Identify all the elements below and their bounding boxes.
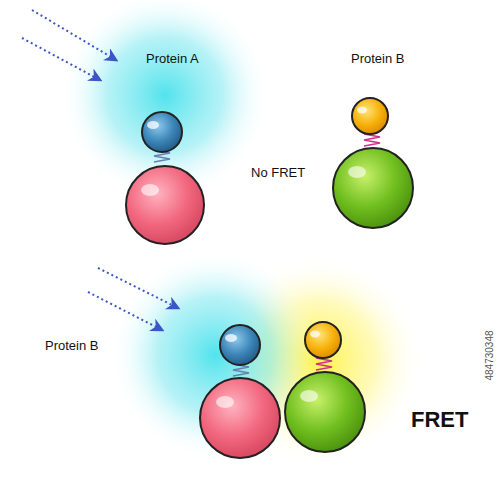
- state-label: No FRET: [251, 165, 305, 180]
- watermark-number: 484730348: [484, 330, 495, 380]
- protein-label: Protein B: [45, 338, 98, 353]
- protein-label: Protein A: [146, 51, 199, 66]
- state-label: FRET: [411, 407, 468, 433]
- protein-label: Protein B: [351, 51, 404, 66]
